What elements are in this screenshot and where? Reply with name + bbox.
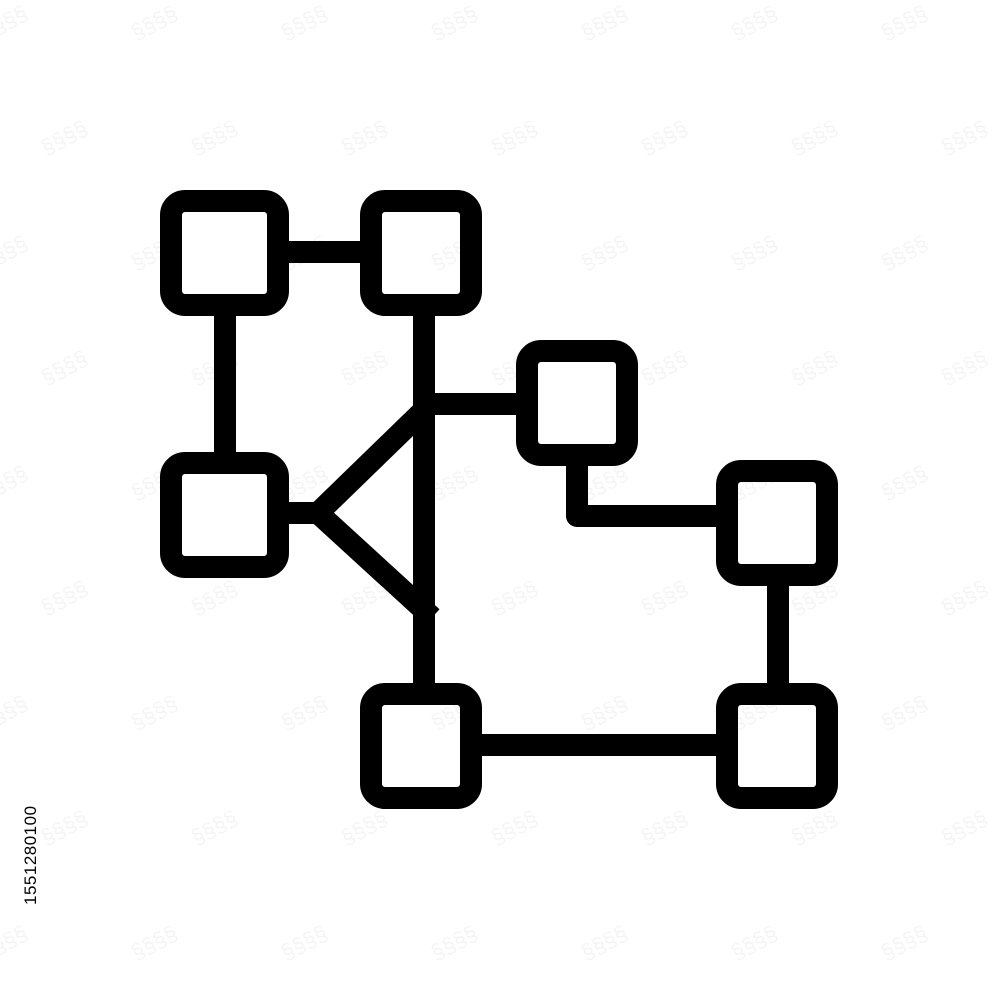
node-top-left [160, 190, 289, 316]
connector-fork [307, 394, 440, 626]
node-middle [516, 340, 638, 466]
node-left [160, 452, 289, 578]
stock-id-label: 1551280100 [21, 805, 40, 905]
node-bottom-right [716, 683, 838, 809]
node-bottom-center [360, 683, 482, 809]
node-top-center [360, 190, 482, 316]
node-right [716, 460, 838, 586]
connector-mid-to-right [566, 444, 733, 527]
